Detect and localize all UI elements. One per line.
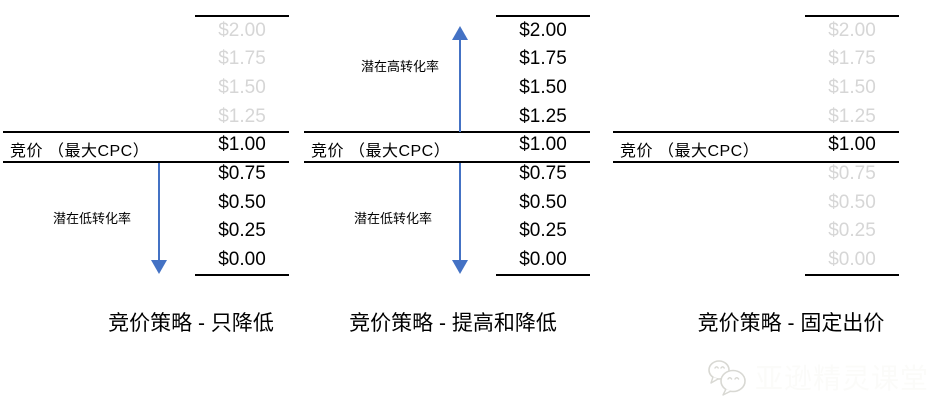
bid-row-bottom-rule [3,161,289,163]
price-tick: $0.00 [519,249,567,271]
down-arrow-shaft [158,163,160,262]
price-ladder: $2.00 $1.75 $1.50 $1.25 $1.00 $0.75 $0.5… [805,16,899,274]
diagram-caption: 竞价策略 - 固定出价 [697,312,885,335]
price-tick: $1.25 [519,105,567,127]
price-tick: $1.75 [519,48,567,70]
down-arrow-shaft [459,163,461,262]
down-arrow-icon [452,260,468,274]
bid-row-bottom-rule [304,161,590,163]
price-tick-current-bid: $1.00 [218,134,266,156]
top-rule [195,15,289,17]
price-tick-current-bid: $1.00 [828,134,876,156]
up-arrow-shaft [459,39,461,132]
price-ladder: $2.00 $1.75 $1.50 $1.25 $1.00 $0.75 $0.5… [195,16,289,274]
bottom-rule [195,274,289,276]
bid-row-top-rule [613,131,899,133]
up-arrow-icon [452,26,468,40]
price-tick: $2.00 [828,19,876,41]
price-ladder: $2.00 $1.75 $1.50 $1.25 $1.00 $0.75 $0.5… [496,16,590,274]
diagram-up-and-down: 竞价 （最大CPC） $2.00 $1.75 $1.50 $1.25 $1.00… [304,0,590,345]
price-tick: $1.50 [218,77,266,99]
down-arrow-icon [151,260,167,274]
price-tick: $1.75 [828,48,876,70]
bid-max-cpc-label: 竞价 （最大CPC） [620,143,760,160]
low-conversion-label: 潜在低转化率 [353,211,432,226]
price-tick: $0.25 [828,220,876,242]
price-tick: $0.25 [218,220,266,242]
price-tick: $0.00 [828,249,876,271]
price-tick: $0.50 [218,191,266,213]
price-tick: $1.25 [828,105,876,127]
price-tick: $0.25 [519,220,567,242]
watermark-text: 亚逊精灵课堂 [755,363,927,394]
bottom-rule [805,274,899,276]
diagram-caption: 竞价策略 - 提高和降低 [349,312,557,335]
price-tick: $1.25 [218,105,266,127]
price-tick: $0.75 [519,163,567,185]
bid-row-bottom-rule [613,161,899,163]
watermark: 亚逊精灵课堂 [706,356,927,398]
price-tick: $0.50 [828,191,876,213]
bid-max-cpc-label: 竞价 （最大CPC） [311,143,451,160]
diagram-down-only: 竞价 （最大CPC） $2.00 $1.75 $1.50 $1.25 $1.00… [3,0,289,345]
price-tick: $0.75 [218,163,266,185]
price-tick: $2.00 [519,19,567,41]
top-rule [805,15,899,17]
low-conversion-label: 潜在低转化率 [52,211,131,226]
top-rule [496,15,590,17]
bid-row-top-rule [3,131,289,133]
bid-max-cpc-label: 竞价 （最大CPC） [10,143,150,160]
price-tick: $1.75 [218,48,266,70]
price-tick: $2.00 [218,19,266,41]
diagram-fixed-bid: 竞价 （最大CPC） $2.00 $1.75 $1.50 $1.25 $1.00… [613,0,899,345]
diagram-caption: 竞价策略 - 只降低 [108,312,274,335]
price-tick-current-bid: $1.00 [519,134,567,156]
price-tick: $0.00 [218,249,266,271]
bid-row-top-rule [304,131,590,133]
bottom-rule [496,274,590,276]
high-conversion-label: 潜在高转化率 [360,59,439,74]
price-tick: $1.50 [828,77,876,99]
price-tick: $0.75 [828,163,876,185]
price-tick: $0.50 [519,191,567,213]
price-tick: $1.50 [519,77,567,99]
wechat-chat-bubbles-icon [708,360,746,396]
